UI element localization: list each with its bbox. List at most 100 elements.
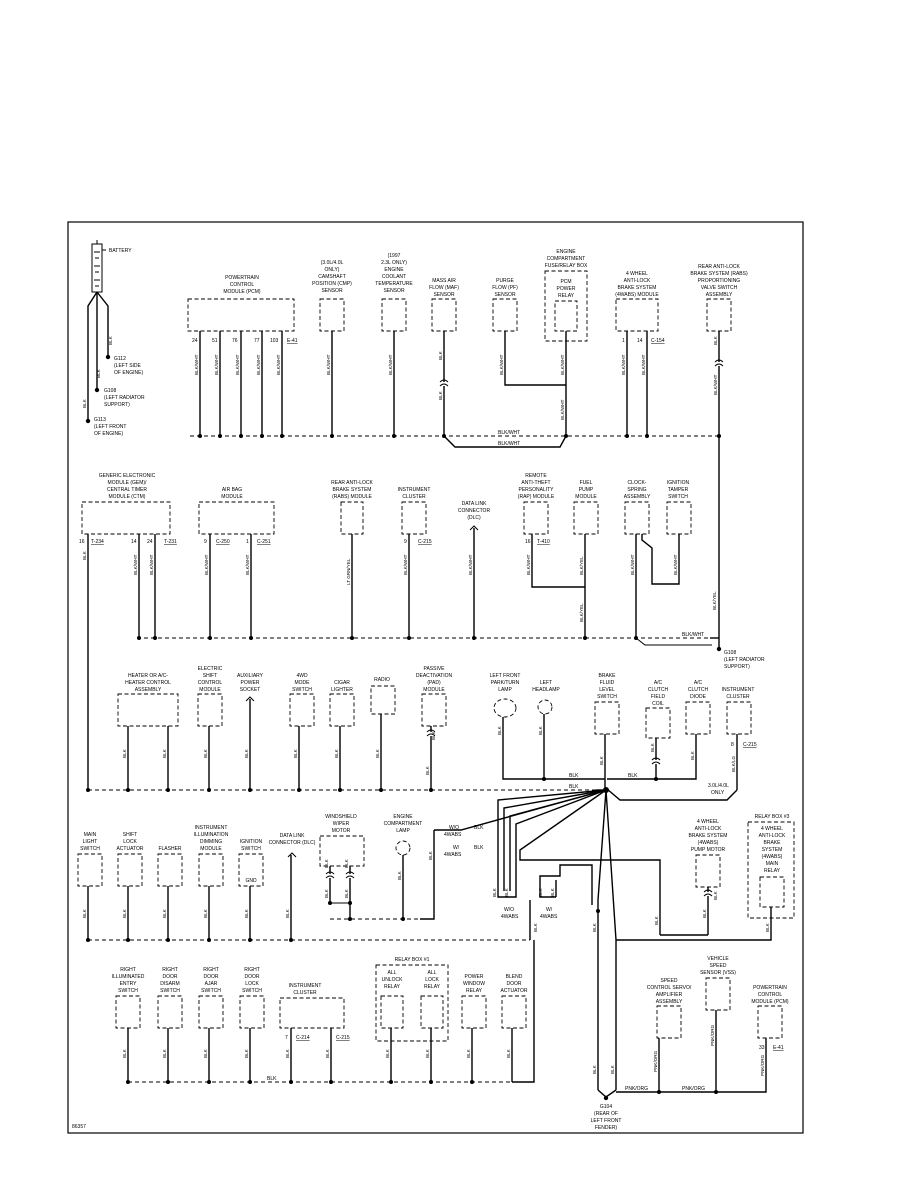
shift-lock-actuator: SHIFT LOCK ACTUATOR BLK bbox=[116, 832, 144, 940]
rt-door-disarm-switch: RIGHT DOOR DISARM SWITCH BLK bbox=[157, 967, 183, 1082]
svg-text:(4WABS): (4WABS) bbox=[698, 840, 719, 846]
ground-desc: OF ENGINE) bbox=[94, 431, 124, 437]
svg-text:(REAR OF: (REAR OF bbox=[594, 1111, 618, 1117]
svg-text:ENGINE: ENGINE bbox=[393, 814, 413, 820]
ground-g112: G112 bbox=[114, 356, 126, 362]
svg-text:DOOR: DOOR bbox=[204, 974, 219, 980]
pcm-box bbox=[187, 298, 295, 332]
svg-text:CONNECTOR (DLC): CONNECTOR (DLC) bbox=[269, 840, 316, 846]
svg-text:8: 8 bbox=[731, 742, 734, 748]
svg-text:ASSEMBLY: ASSEMBLY bbox=[624, 494, 651, 500]
svg-text:BRAKE SYSTEM (RABS): BRAKE SYSTEM (RABS) bbox=[690, 271, 748, 277]
svg-text:SHIFT: SHIFT bbox=[123, 832, 137, 838]
svg-text:BLK: BLK bbox=[713, 335, 718, 345]
svg-text:ACTUATOR: ACTUATOR bbox=[116, 846, 143, 852]
svg-text:BLK: BLK bbox=[599, 755, 604, 765]
svg-text:33: 33 bbox=[759, 1045, 765, 1051]
svg-text:W/: W/ bbox=[453, 845, 460, 851]
svg-text:DATA LINK: DATA LINK bbox=[280, 833, 305, 839]
pad-module: PASSIVE DEACTIVATION (PAD) MODULE BLK BL… bbox=[416, 666, 453, 790]
svg-text:ASSEMBLY: ASSEMBLY bbox=[656, 999, 683, 1005]
svg-text:BLK/WHT: BLK/WHT bbox=[235, 354, 240, 375]
svg-text:BRAKE SYSTEM: BRAKE SYSTEM bbox=[333, 487, 372, 493]
svg-text:BLK/WHT: BLK/WHT bbox=[526, 554, 531, 575]
airbag-module: AIR BAG MODULE 9 C-250 1 C-251 BLK/WHT B… bbox=[198, 487, 275, 638]
svg-text:BLK/WHT: BLK/WHT bbox=[498, 430, 520, 436]
svg-text:BLK: BLK bbox=[82, 908, 87, 918]
svg-text:DEACTIVATION: DEACTIVATION bbox=[416, 673, 453, 679]
svg-text:AMPLIFIER: AMPLIFIER bbox=[656, 992, 683, 998]
svg-text:SENSOR: SENSOR bbox=[321, 288, 343, 294]
svg-text:FUSE/RELAY BOX: FUSE/RELAY BOX bbox=[545, 263, 588, 269]
bus-3: BLK bbox=[86, 784, 609, 793]
svg-text:3.0L/4.0L: 3.0L/4.0L bbox=[708, 783, 729, 789]
svg-text:MOTOR: MOTOR bbox=[332, 828, 351, 834]
bus-1: BLK/WHT BLK/WHT bbox=[190, 430, 722, 448]
figure-id: 86357 bbox=[72, 1124, 86, 1130]
svg-text:RIGHT: RIGHT bbox=[203, 967, 219, 973]
svg-text:MODE: MODE bbox=[295, 680, 311, 686]
svg-text:BLK/WHT: BLK/WHT bbox=[388, 354, 393, 375]
svg-text:CONTROL: CONTROL bbox=[758, 992, 783, 998]
svg-text:LIGHTER: LIGHTER bbox=[331, 687, 353, 693]
ground-g104: PNK/ORG PNK/ORG BLK BLK G104 (REAR OF LE… bbox=[591, 1064, 718, 1131]
abs4-module: 4 WHEEL ANTI-LOCK BRAKE SYSTEM (4WABS) M… bbox=[615, 271, 665, 436]
svg-text:BLK: BLK bbox=[628, 773, 638, 779]
svg-text:SENSOR (VSS): SENSOR (VSS) bbox=[700, 970, 736, 976]
svg-text:FENDER): FENDER) bbox=[595, 1125, 618, 1131]
svg-text:SWITCH: SWITCH bbox=[242, 988, 262, 994]
instrument-cluster-2: INSTRUMENT CLUSTER 8 C-215 BLK/LG 3.0L/4… bbox=[606, 687, 757, 801]
svg-text:DOOR: DOOR bbox=[245, 974, 260, 980]
svg-text:ASSEMBLY: ASSEMBLY bbox=[135, 687, 162, 693]
flasher: FLASHER BLK bbox=[157, 846, 183, 940]
ground-desc: SUPPORT) bbox=[104, 402, 130, 408]
svg-text:BLK/WHT: BLK/WHT bbox=[713, 374, 718, 395]
svg-text:WINDSHIELD: WINDSHIELD bbox=[325, 814, 357, 820]
svg-text:BRAKE: BRAKE bbox=[764, 840, 782, 846]
svg-text:DOOR: DOOR bbox=[163, 974, 178, 980]
svg-text:BLEND: BLEND bbox=[506, 974, 523, 980]
svg-text:BLK: BLK bbox=[713, 890, 718, 900]
rabs-valve-switch: REAR ANTI-LOCK BRAKE SYSTEM (RABS) PROPO… bbox=[690, 264, 748, 436]
svg-text:RADIO: RADIO bbox=[374, 677, 390, 683]
svg-text:CLOCK-: CLOCK- bbox=[628, 480, 647, 486]
svg-text:REMOTE: REMOTE bbox=[525, 473, 547, 479]
svg-text:FIELD: FIELD bbox=[651, 694, 666, 700]
svg-text:ALL: ALL bbox=[428, 970, 437, 976]
svg-text:CAMSHAFT: CAMSHAFT bbox=[318, 274, 346, 280]
svg-text:LEVEL: LEVEL bbox=[599, 687, 615, 693]
svg-text:W/O: W/O bbox=[449, 825, 459, 831]
svg-text:SPRING: SPRING bbox=[627, 487, 646, 493]
svg-text:MODULE (PCM): MODULE (PCM) bbox=[751, 999, 789, 1005]
svg-text:BLK: BLK bbox=[474, 825, 484, 831]
svg-text:PNK/ORG: PNK/ORG bbox=[710, 1024, 715, 1046]
svg-text:BLK: BLK bbox=[550, 887, 555, 897]
svg-text:BLK: BLK bbox=[122, 1048, 127, 1058]
svg-text:SENSOR: SENSOR bbox=[383, 288, 405, 294]
svg-text:4 WHEEL: 4 WHEEL bbox=[697, 819, 719, 825]
svg-text:BLK: BLK bbox=[293, 748, 298, 758]
svg-text:BLK/YEL: BLK/YEL bbox=[579, 556, 584, 575]
svg-text:BLK/WHT: BLK/WHT bbox=[149, 554, 154, 575]
svg-text:SWITCH: SWITCH bbox=[668, 494, 688, 500]
heater-control-assembly: HEATER OR A/C- HEATER CONTROL ASSEMBLY B… bbox=[117, 673, 179, 790]
svg-text:A/C: A/C bbox=[654, 680, 663, 686]
svg-text:LEFT FRONT: LEFT FRONT bbox=[591, 1118, 622, 1124]
svg-text:MASS AIR: MASS AIR bbox=[432, 278, 456, 284]
svg-text:BLK/WHT: BLK/WHT bbox=[204, 554, 209, 575]
pcm-module: POWERTRAIN CONTROL MODULE (PCM) 24 51 76… bbox=[187, 275, 298, 436]
bus-2: BLK/YEL BLK/WHT G108 (LEFT RADIATOR SUPP… bbox=[137, 436, 765, 670]
rt-door-lock-switch: RIGHT DOOR LOCK SWITCH BLK bbox=[239, 967, 265, 1082]
svg-text:PUMP: PUMP bbox=[579, 487, 594, 493]
svg-text:4 WHEEL: 4 WHEEL bbox=[626, 271, 648, 277]
svg-text:BLK: BLK bbox=[650, 742, 655, 752]
ground-g113: G113 bbox=[94, 417, 106, 423]
svg-text:ENGINE: ENGINE bbox=[384, 267, 404, 273]
svg-text:BLK/WHT: BLK/WHT bbox=[560, 399, 565, 420]
svg-text:CLUTCH: CLUTCH bbox=[688, 687, 709, 693]
svg-text:LT GRN/YEL: LT GRN/YEL bbox=[346, 558, 351, 585]
svg-text:BLK: BLK bbox=[244, 908, 249, 918]
bus-4: BLK bbox=[86, 915, 708, 942]
relay-box-1: RELAY BOX #1 ALL UNLOCK RELAY ALL LOCK R… bbox=[375, 957, 449, 1082]
svg-text:MODULE (GEM)/: MODULE (GEM)/ bbox=[108, 480, 148, 486]
